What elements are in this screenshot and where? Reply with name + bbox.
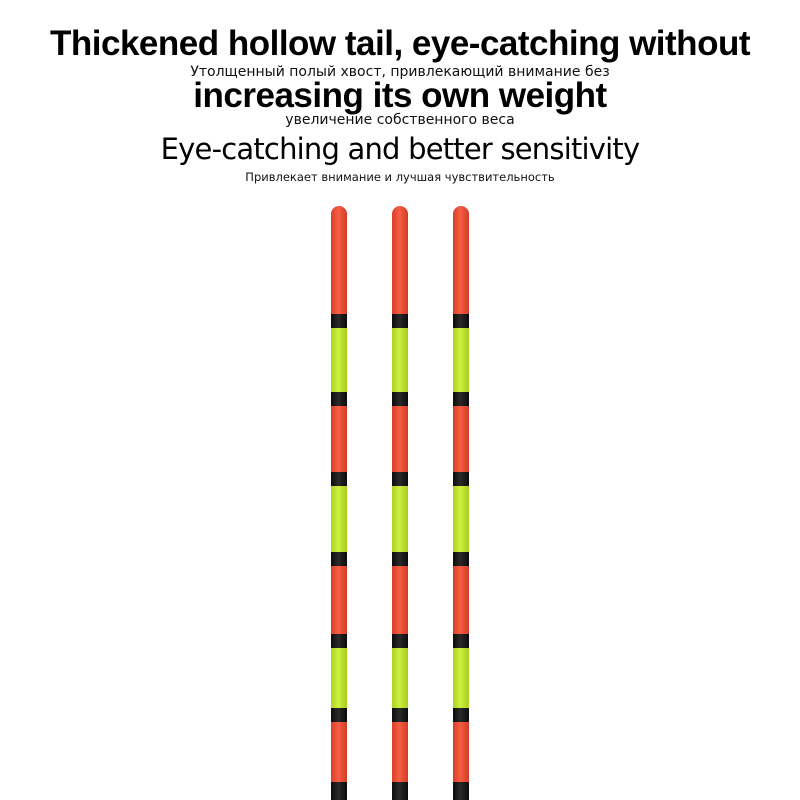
tail-segment-black [392, 392, 408, 406]
tail-segment-green [392, 648, 408, 708]
tail-segment-black [453, 392, 469, 406]
float-tail-3 [453, 206, 469, 800]
headline-line-1: Thickened hollow tail, eye-catching with… [50, 24, 750, 63]
tail-segment-red [453, 566, 469, 634]
tail-segment-black [331, 782, 347, 800]
tail-segment-green [392, 486, 408, 552]
tail-segment-black [392, 782, 408, 800]
tail-segment-red [392, 566, 408, 634]
tail-segment-green [392, 328, 408, 392]
tail-segment-black [331, 472, 347, 486]
tail-segment-black [392, 708, 408, 722]
float-tail-2 [392, 206, 408, 800]
tail-segment-red [392, 406, 408, 472]
tail-segment-black [331, 392, 347, 406]
tail-segment-red [392, 722, 408, 782]
tail-segment-green [453, 328, 469, 392]
tail-segment-black [453, 782, 469, 800]
headline-line-2: increasing its own weight [193, 76, 607, 115]
tail-segment-red [331, 206, 347, 314]
tail-segment-red [331, 566, 347, 634]
tube-shading [453, 206, 469, 800]
float-tails-illustration [0, 206, 800, 800]
tail-segment-black [453, 314, 469, 328]
tube-shading [392, 206, 408, 800]
subheadline: Eye-catching and better sensitivity [160, 132, 641, 166]
tail-segment-black [392, 552, 408, 566]
tail-segment-black [331, 314, 347, 328]
tail-segment-green [453, 648, 469, 708]
subheadline-russian: Привлекает внимание и лучшая чувствитель… [245, 170, 555, 184]
tail-segment-green [331, 648, 347, 708]
tail-segment-black [392, 472, 408, 486]
tail-segment-black [453, 472, 469, 486]
tail-segment-red [453, 722, 469, 782]
headline-line-2-russian: увеличение собственного веса [285, 112, 515, 128]
tail-segment-green [331, 486, 347, 552]
tail-segment-red [392, 206, 408, 314]
tail-segment-red [331, 406, 347, 472]
tail-segment-black [331, 634, 347, 648]
tail-segment-black [392, 634, 408, 648]
tail-segment-red [331, 722, 347, 782]
tail-segment-green [331, 328, 347, 392]
tail-segment-green [453, 486, 469, 552]
tail-segment-black [453, 634, 469, 648]
float-tail-1 [331, 206, 347, 800]
tail-segment-black [392, 314, 408, 328]
tail-segment-black [331, 552, 347, 566]
headline-line-1-russian: Утолщенный полый хвост, привлекающий вни… [190, 64, 610, 80]
tail-segment-black [331, 708, 347, 722]
tube-shading [331, 206, 347, 800]
tail-segment-black [453, 552, 469, 566]
tail-segment-red [453, 406, 469, 472]
tail-segment-black [453, 708, 469, 722]
tail-segment-red [453, 206, 469, 314]
